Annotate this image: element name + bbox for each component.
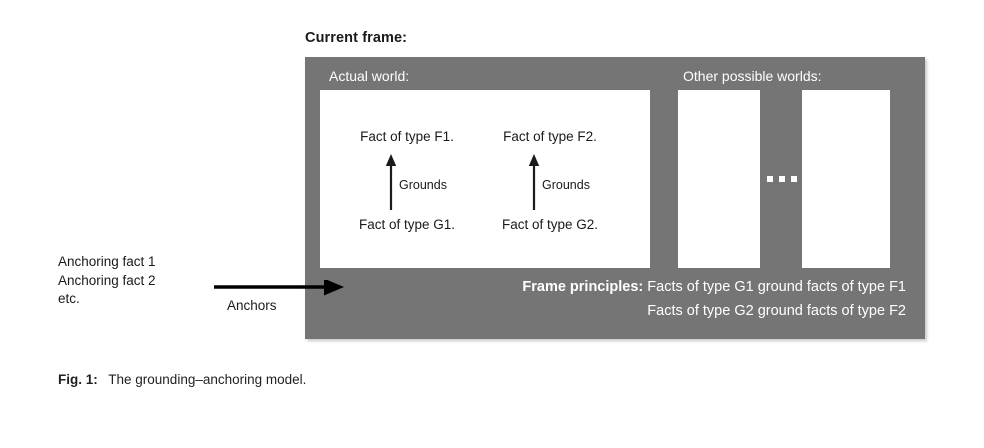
fact-lower-g2: Fact of type G2. — [501, 216, 599, 232]
anchoring-facts-list: Anchoring fact 1 Anchoring fact 2 etc. — [58, 253, 156, 309]
frame-principles-block: Frame principles: Facts of type G1 groun… — [305, 275, 925, 323]
ellipsis-dot — [779, 176, 785, 182]
figure-caption-number: Fig. 1: — [58, 372, 98, 387]
grounding-column-1: Fact of type F1. Grounds Fact of type G1… — [332, 130, 482, 231]
anchoring-fact-etc: etc. — [58, 291, 80, 306]
possible-world-panel-1 — [678, 90, 760, 268]
frame-principles-title: Frame principles: — [522, 279, 644, 295]
figure-caption-text: The grounding–anchoring model. — [108, 372, 307, 387]
grounding-relation-2: Grounds — [475, 150, 625, 212]
ellipsis-dot — [767, 176, 773, 182]
anchoring-fact-2: Anchoring fact 2 — [58, 272, 156, 288]
anchoring-fact-1: Anchoring fact 1 — [58, 254, 156, 269]
anchors-arrow-right-icon — [214, 280, 344, 296]
grounding-column-2: Fact of type F2. Grounds Fact of type G2… — [475, 130, 625, 231]
frame-principles-text-1: Facts of type G1 ground facts of type F1 — [647, 279, 906, 295]
worlds-ellipsis-icon — [767, 175, 797, 183]
current-frame-label: Current frame: — [305, 30, 408, 46]
actual-world-panel: Fact of type F1. Grounds Fact of type G1… — [320, 90, 650, 268]
actual-world-label: Actual world: — [329, 68, 410, 84]
grounds-label-1: Grounds — [399, 177, 447, 192]
ellipsis-dot — [791, 176, 797, 182]
grounds-arrow-up-icon — [528, 153, 540, 210]
grounding-relation-1: Grounds — [332, 150, 482, 212]
grounds-label-2: Grounds — [542, 177, 590, 192]
grounds-arrow-up-icon — [385, 153, 397, 210]
frame-principles-line-1: Frame principles: Facts of type G1 groun… — [305, 275, 906, 299]
current-frame-box: Actual world: Other possible worlds: Fac… — [305, 57, 925, 339]
frame-principles-line-2: Facts of type G2 ground facts of type F2 — [647, 303, 906, 319]
other-possible-worlds-label: Other possible worlds: — [683, 68, 822, 84]
anchors-label: Anchors — [227, 298, 277, 313]
figure-caption: Fig. 1: The grounding–anchoring model. — [58, 372, 306, 387]
possible-world-panel-2 — [802, 90, 890, 268]
fact-lower-g1: Fact of type G1. — [358, 216, 456, 232]
fact-upper-f2: Fact of type F2. — [503, 129, 597, 144]
fact-upper-f1: Fact of type F1. — [360, 129, 454, 144]
